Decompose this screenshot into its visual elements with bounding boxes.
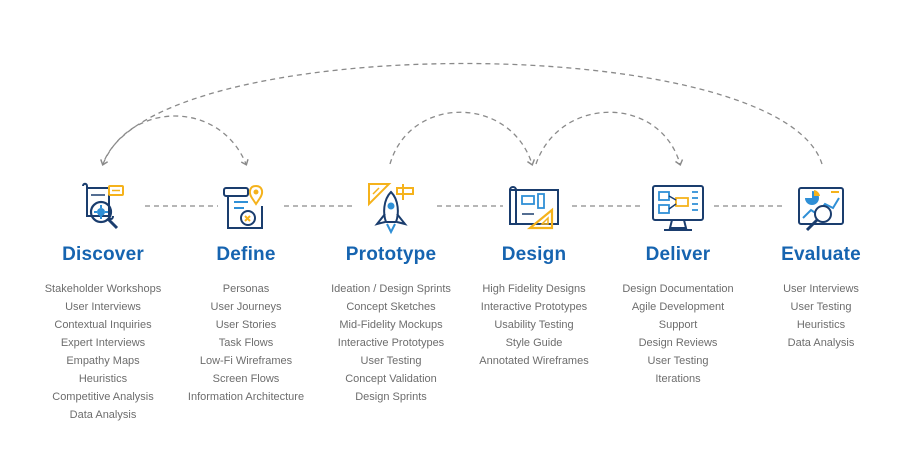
stage-items: High Fidelity Designs Interactive Protot…	[449, 280, 619, 370]
stage-title: Define	[216, 244, 276, 265]
deliver-monitor-icon	[652, 185, 704, 231]
list-item: Data Analysis	[787, 337, 855, 349]
list-item: Data Analysis	[69, 409, 137, 421]
list-item: Contextual Inquiries	[54, 319, 152, 331]
list-item: Ideation / Design Sprints	[331, 283, 451, 295]
list-item: Annotated Wireframes	[479, 355, 589, 367]
prototype-rocket-icon	[368, 183, 414, 235]
list-item: High Fidelity Designs	[482, 283, 586, 295]
discover-research-icon	[82, 182, 124, 230]
list-item: Interactive Prototypes	[337, 337, 445, 349]
list-item: Design Documentation	[622, 283, 734, 295]
list-item: User Interviews	[783, 283, 859, 295]
list-item: Agile Development	[631, 301, 725, 313]
list-item: Task Flows	[218, 337, 274, 349]
arc-prototype-to-design	[389, 111, 536, 166]
stage-items: Design Documentation Agile Development S…	[593, 280, 763, 388]
list-item: Information Architecture	[187, 391, 305, 403]
stage-title: Discover	[62, 244, 144, 265]
stage-items: Ideation / Design Sprints Concept Sketch…	[306, 280, 476, 406]
list-item: Iterations	[655, 373, 701, 385]
arc-discover-to-define	[102, 115, 249, 166]
list-item: User Testing	[360, 355, 422, 367]
define-map-icon	[223, 184, 264, 229]
list-item: Empathy Maps	[66, 355, 140, 367]
list-item: Usability Testing	[494, 319, 574, 331]
list-item: User Stories	[215, 319, 277, 331]
list-item: Style Guide	[505, 337, 563, 349]
arc-evaluate-to-discover	[100, 62, 823, 166]
list-item: Screen Flows	[212, 373, 280, 385]
list-item: User Interviews	[65, 301, 141, 313]
arc-design-to-deliver	[535, 111, 684, 166]
list-item: Stakeholder Workshops	[44, 283, 162, 295]
stage-items: Personas User Journeys User Stories Task…	[161, 280, 331, 406]
list-item: Interactive Prototypes	[480, 301, 588, 313]
list-item: Low-Fi Wireframes	[199, 355, 293, 367]
stage-title: Evaluate	[781, 244, 861, 265]
list-item: Expert Interviews	[60, 337, 146, 349]
evaluate-analytics-icon	[798, 187, 844, 232]
list-item: Support	[658, 319, 698, 331]
list-item: Concept Sketches	[346, 301, 436, 313]
list-item: Competitive Analysis	[52, 391, 154, 403]
list-item: Heuristics	[796, 319, 846, 331]
list-item: Mid-Fidelity Mockups	[339, 319, 443, 331]
list-item: User Testing	[647, 355, 709, 367]
list-item: Design Reviews	[638, 337, 718, 349]
list-item: Concept Validation	[345, 373, 437, 385]
stage-title: Prototype	[345, 244, 437, 265]
stage-title: Deliver	[645, 244, 711, 265]
list-item: Personas	[222, 283, 270, 295]
design-blueprint-icon	[509, 186, 559, 230]
list-item: User Journeys	[210, 301, 282, 313]
list-item: User Testing	[790, 301, 852, 313]
stage-items: Stakeholder Workshops User Interviews Co…	[18, 280, 188, 424]
list-item: Design Sprints	[355, 391, 427, 403]
list-item: Heuristics	[78, 373, 128, 385]
stage-items: User Interviews User Testing Heuristics …	[736, 280, 906, 352]
stage-title: Design	[501, 244, 567, 265]
